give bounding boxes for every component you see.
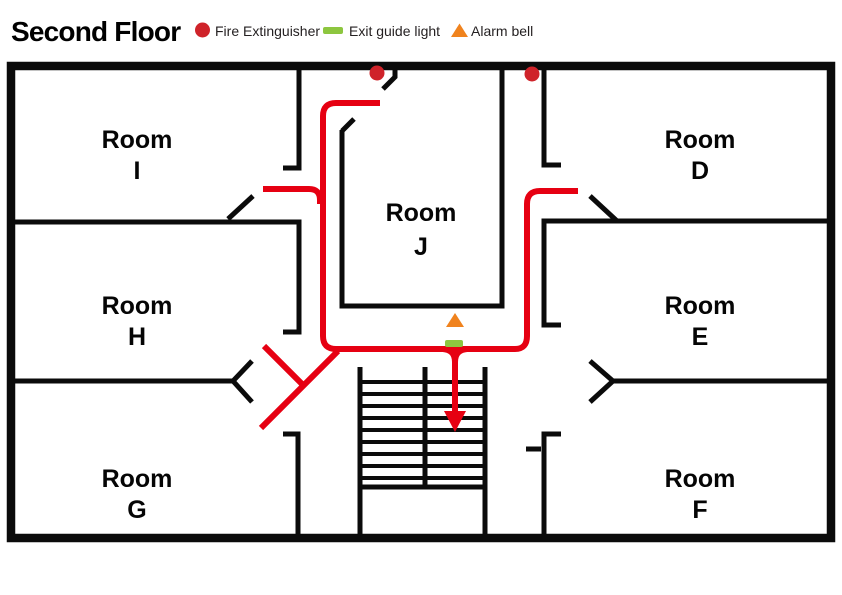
room-g-label: Room G	[102, 465, 173, 524]
corridor-right-wall	[541, 66, 561, 168]
room-j-left-door-swing	[340, 117, 356, 133]
walls	[6, 61, 836, 543]
room-j-label: Room J	[386, 199, 457, 261]
route-stair-drop-fillet	[452, 346, 468, 363]
exit-guide-light-icon	[323, 27, 343, 34]
room-i-door-swing	[226, 194, 255, 221]
route-main-corridor	[320, 100, 578, 352]
svg-text:G: G	[127, 496, 146, 524]
room-j-walls	[339, 66, 505, 309]
svg-text:Room: Room	[665, 126, 736, 154]
room-g-right-wall	[283, 431, 301, 538]
route-branch-room-h	[261, 343, 306, 388]
room-labels: Room I Room D Room J Room H Room E Room …	[102, 126, 736, 524]
room-f-label: Room F	[665, 465, 736, 524]
svg-text:Room: Room	[102, 126, 173, 154]
route-branch-room-g	[258, 348, 341, 431]
svg-text:D: D	[691, 157, 709, 185]
room-d-door-swing	[588, 194, 619, 223]
room-i-h-divider	[11, 219, 302, 335]
legend-label-exit-guide-light: Exit guide light	[349, 23, 440, 39]
room-f-left-wall	[541, 431, 561, 538]
room-d-label: Room D	[665, 126, 736, 185]
legend-label-alarm-bell: Alarm bell	[471, 23, 533, 39]
svg-text:I: I	[134, 157, 141, 185]
svg-text:E: E	[692, 323, 709, 351]
evacuation-route	[258, 100, 578, 432]
route-arrowhead	[444, 411, 466, 432]
room-i-right-wall	[283, 66, 302, 171]
room-e-f-door-swing	[588, 359, 617, 404]
fire-extinguisher-icon	[369, 65, 385, 81]
route-branch-room-i	[263, 186, 323, 204]
room-i-label: Room I	[102, 126, 173, 185]
alarm-bell-icon	[446, 313, 464, 327]
exit-guide-light-icon	[445, 340, 463, 347]
fire-extinguisher-icon	[524, 66, 540, 82]
outer-wall	[6, 61, 836, 543]
plan-markers	[369, 65, 540, 347]
staircase	[357, 367, 488, 538]
svg-text:J: J	[414, 233, 428, 261]
svg-text:H: H	[128, 323, 146, 351]
stair-treads	[360, 380, 485, 480]
legend: Fire Extinguisher Exit guide light Alarm…	[195, 22, 533, 39]
room-h-label: Room H	[102, 292, 173, 351]
svg-text:Room: Room	[102, 465, 173, 493]
fire-extinguisher-icon	[195, 22, 210, 38]
legend-label-fire-extinguisher: Fire Extinguisher	[215, 23, 320, 39]
svg-text:Room: Room	[665, 465, 736, 493]
room-e-label: Room E	[665, 292, 736, 351]
svg-text:Room: Room	[102, 292, 173, 320]
svg-text:Room: Room	[386, 199, 457, 227]
room-h-g-door-swing	[229, 359, 254, 404]
alarm-bell-icon	[451, 23, 468, 37]
svg-text:Room: Room	[665, 292, 736, 320]
svg-text:F: F	[692, 496, 707, 524]
header: Second Floor Fire Extinguisher Exit guid…	[11, 16, 533, 47]
page-title: Second Floor	[11, 16, 181, 47]
room-j-top-door-swing	[381, 66, 398, 91]
room-d-e-divider	[541, 218, 831, 328]
